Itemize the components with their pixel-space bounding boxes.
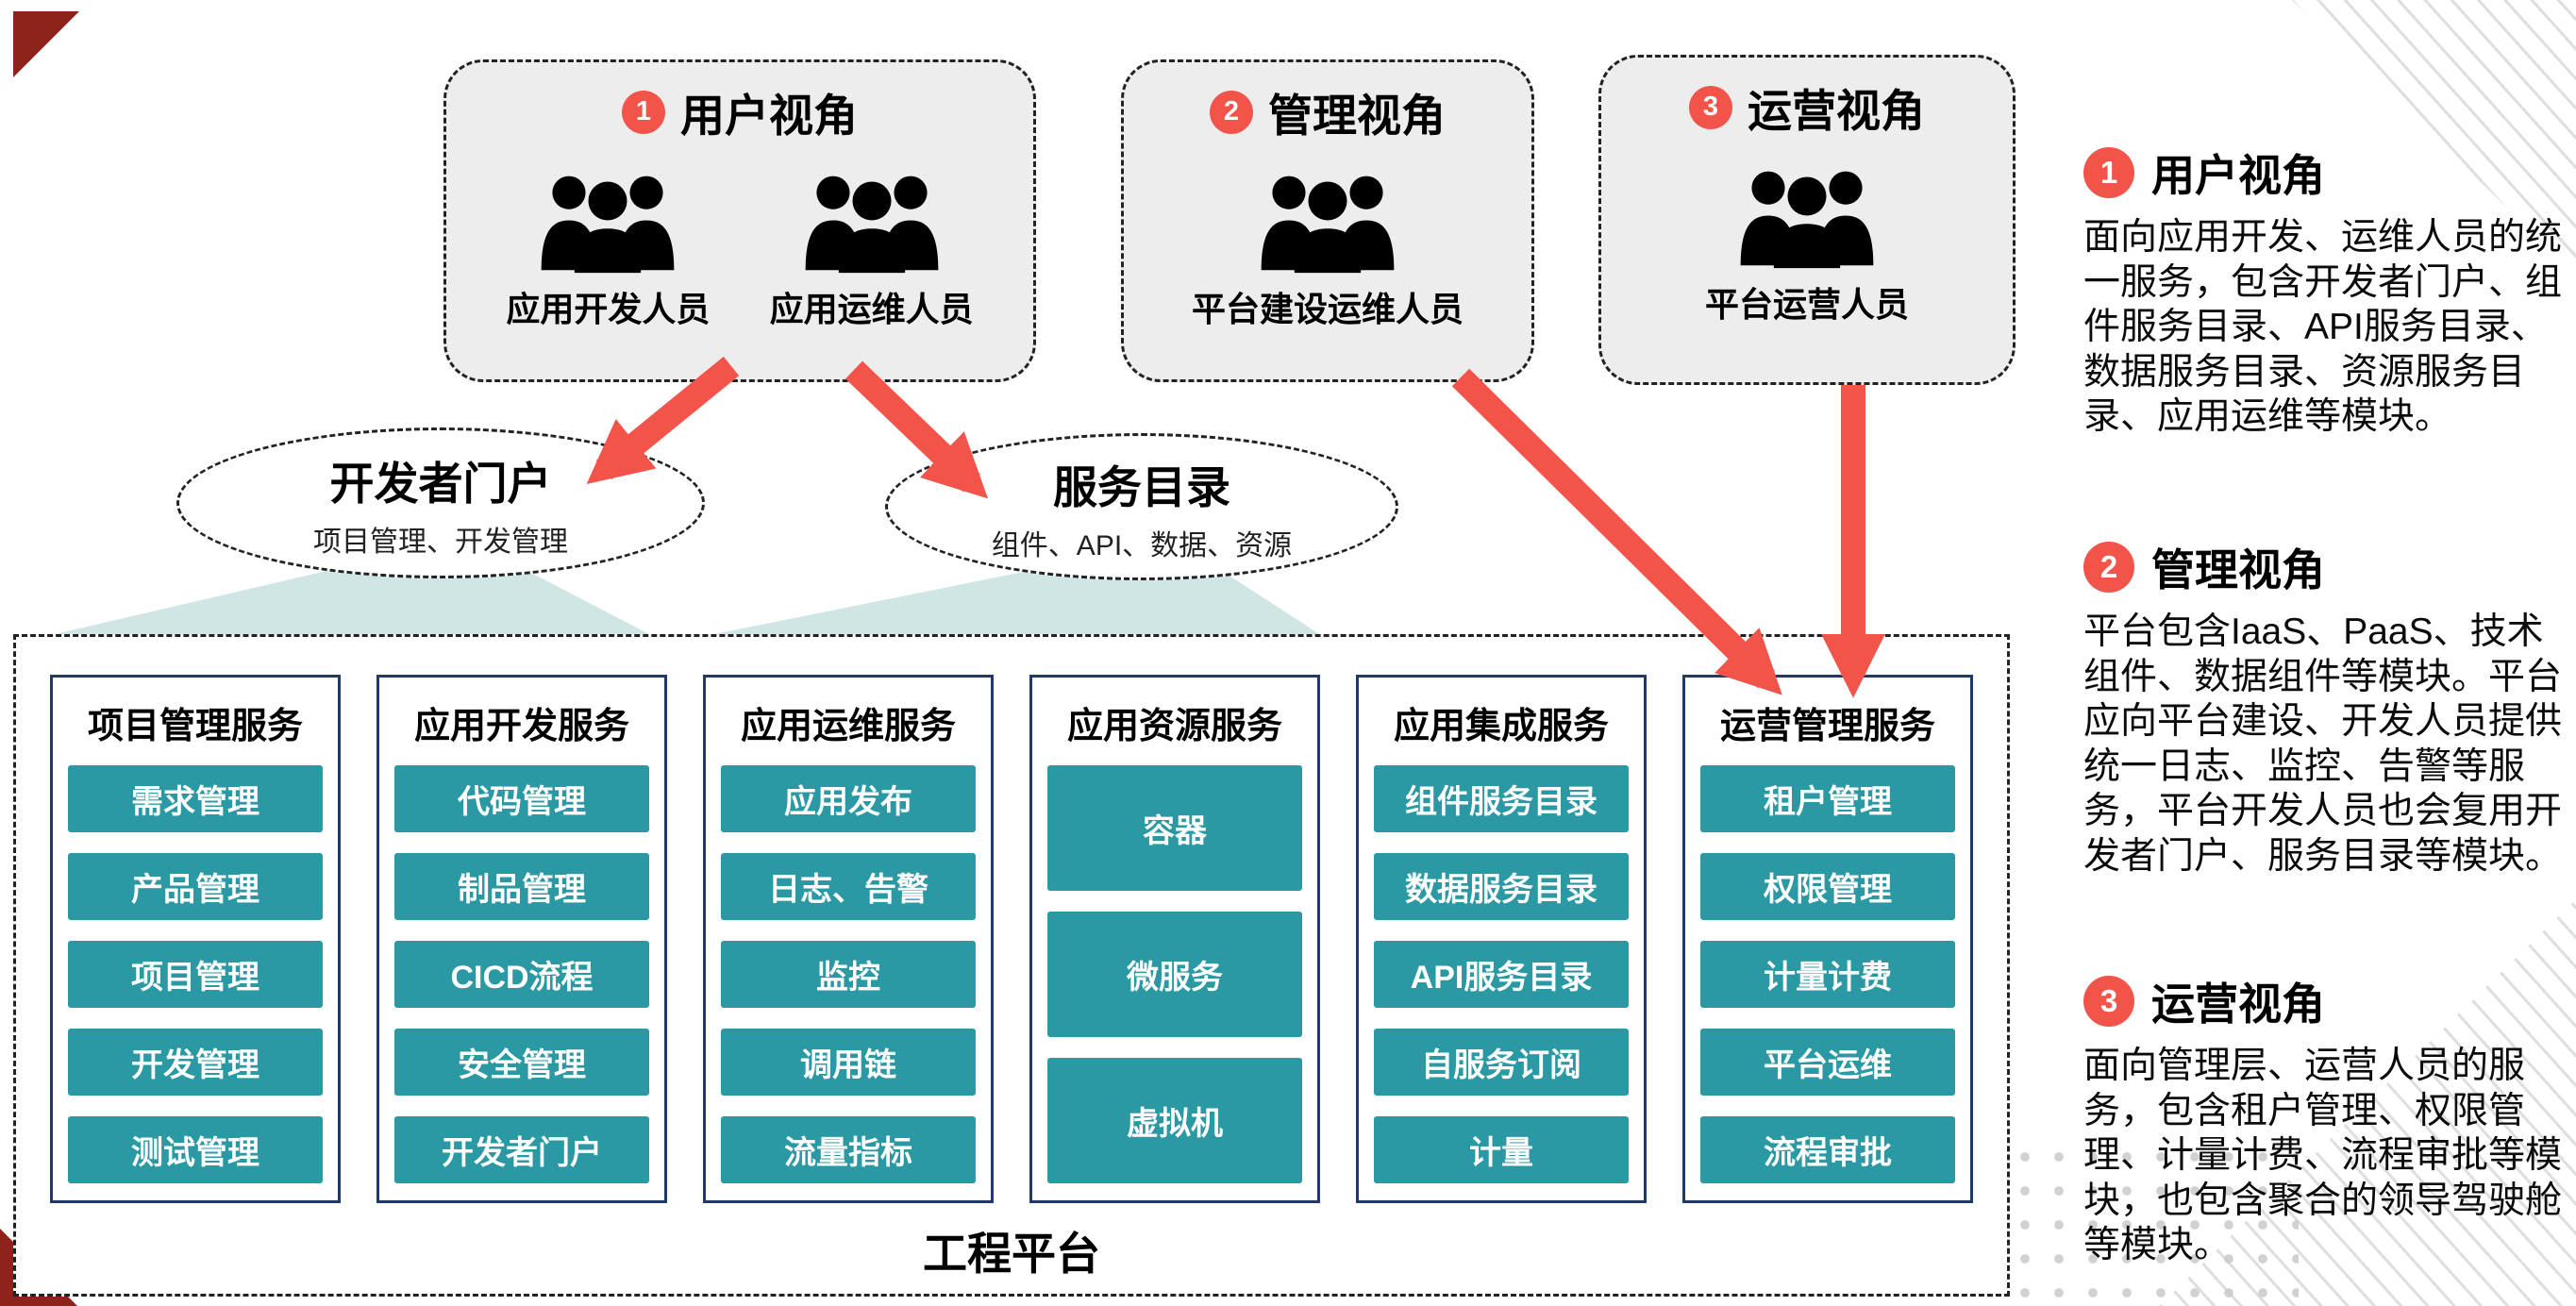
service-column-project-management: 项目管理服务 需求管理 产品管理 项目管理 开发管理 测试管理 <box>50 675 341 1203</box>
portal-title: 服务目录 <box>1053 461 1230 512</box>
legend-title: 管理视角 <box>2151 545 2325 594</box>
service-item: 流程审批 <box>1700 1116 1955 1183</box>
legend-section-management: 2 管理视角 平台包含IaaS、PaaS、技术组件、数据组件等模块。平台应向平台… <box>2083 536 2570 879</box>
legend-title: 用户视角 <box>2151 151 2325 200</box>
service-item: API服务目录 <box>1374 941 1629 1008</box>
people-group-icon <box>1261 176 1395 274</box>
legend-head: 2 管理视角 <box>2083 536 2570 598</box>
legend-section-user: 1 用户视角 面向应用开发、运维人员的统一服务，包含开发者门户、组件服务目录、A… <box>2083 142 2570 440</box>
service-item: 安全管理 <box>394 1029 649 1096</box>
service-item: 自服务订阅 <box>1374 1029 1629 1096</box>
column-header: 应用开发服务 <box>413 707 629 746</box>
legend-text: 平台包含IaaS、PaaS、技术组件、数据组件等模块。平台应向平台建设、开发人员… <box>2083 611 2563 877</box>
badge-1: 1 <box>622 90 665 134</box>
service-item: 调用链 <box>721 1029 976 1096</box>
column-items: 组件服务目录 数据服务目录 API服务目录 自服务订阅 计量 <box>1374 765 1629 1183</box>
platform-columns: 项目管理服务 需求管理 产品管理 项目管理 开发管理 测试管理 应用开发服务 代… <box>50 675 1973 1203</box>
service-item: 需求管理 <box>68 765 323 832</box>
persona-box-operation: 3 运营视角 平台运营人员 <box>1598 55 2016 385</box>
legend-badge-2: 2 <box>2083 542 2134 593</box>
legend-text: 面向管理层、运营人员的服务，包含租户管理、权限管理、计量计费、流程审批等模块，也… <box>2083 1046 2563 1266</box>
service-item: 流量指标 <box>721 1116 976 1183</box>
service-item: 测试管理 <box>68 1116 323 1183</box>
platform-box: 项目管理服务 需求管理 产品管理 项目管理 开发管理 测试管理 应用开发服务 代… <box>13 634 2010 1297</box>
persona-title-row: 2 管理视角 <box>1210 79 1446 144</box>
service-column-app-resources: 应用资源服务 容器 微服务 虚拟机 <box>1029 675 1320 1203</box>
service-item: 容器 <box>1047 765 1302 891</box>
service-item: 开发管理 <box>68 1029 323 1096</box>
persona-title: 管理视角 <box>1268 91 1446 141</box>
service-item: CICD流程 <box>394 941 649 1008</box>
persona-role-platform-ops: 平台建设运维人员 <box>1192 159 1464 331</box>
service-item: 应用发布 <box>721 765 976 832</box>
persona-box-user: 1 用户视角 应用开发人员 应用运维人员 <box>443 59 1036 382</box>
legend-panel: 1 用户视角 面向应用开发、运维人员的统一服务，包含开发者门户、组件服务目录、A… <box>2083 0 2570 1306</box>
persona-title: 运营视角 <box>1748 86 1925 136</box>
column-items: 租户管理 权限管理 计量计费 平台运维 流程审批 <box>1700 765 1955 1183</box>
persona-box-management: 2 管理视角 平台建设运维人员 <box>1121 59 1534 382</box>
people-group-icon <box>1740 171 1874 269</box>
legend-text: 面向应用开发、运维人员的统一服务，包含开发者门户、组件服务目录、API服务目录、… <box>2083 217 2563 438</box>
column-items: 容器 微服务 虚拟机 <box>1047 765 1302 1183</box>
portal-developer-portal: 开发者门户 项目管理、开发管理 <box>176 427 705 578</box>
column-header: 应用运维服务 <box>740 707 956 746</box>
column-items: 需求管理 产品管理 项目管理 开发管理 测试管理 <box>68 765 323 1183</box>
legend-section-operation: 3 运营视角 面向管理层、运营人员的服务，包含租户管理、权限管理、计量计费、流程… <box>2083 970 2570 1268</box>
service-item: 数据服务目录 <box>1374 853 1629 920</box>
legend-head: 3 运营视角 <box>2083 970 2570 1032</box>
service-column-app-development: 应用开发服务 代码管理 制品管理 CICD流程 安全管理 开发者门户 <box>376 675 667 1203</box>
service-item: 权限管理 <box>1700 853 1955 920</box>
people-group-icon <box>541 176 675 274</box>
service-column-app-ops: 应用运维服务 应用发布 日志、告警 监控 调用链 流量指标 <box>703 675 994 1203</box>
service-item: 租户管理 <box>1700 765 1955 832</box>
persona-role-platform-operator: 平台运营人员 <box>1705 155 1909 326</box>
service-item: 代码管理 <box>394 765 649 832</box>
persona-roles: 平台建设运维人员 <box>1124 159 1531 331</box>
legend-badge-3: 3 <box>2083 976 2134 1027</box>
role-label: 应用开发人员 <box>506 290 711 328</box>
service-item: 微服务 <box>1047 912 1302 1037</box>
column-items: 代码管理 制品管理 CICD流程 安全管理 开发者门户 <box>394 765 649 1183</box>
badge-3: 3 <box>1689 85 1732 129</box>
service-item: 平台运维 <box>1700 1029 1955 1096</box>
persona-title: 用户视角 <box>680 91 858 141</box>
persona-title-row: 3 运营视角 <box>1689 75 1925 140</box>
service-item: 项目管理 <box>68 941 323 1008</box>
portal-subtitle: 项目管理、开发管理 <box>313 526 568 558</box>
legend-head: 1 用户视角 <box>2083 142 2570 204</box>
service-item: 组件服务目录 <box>1374 765 1629 832</box>
service-item: 开发者门户 <box>394 1116 649 1183</box>
persona-role-app-developer: 应用开发人员 <box>506 159 710 331</box>
people-group-icon <box>805 176 938 274</box>
service-item: 监控 <box>721 941 976 1008</box>
persona-role-app-ops: 应用运维人员 <box>770 159 974 331</box>
column-header: 项目管理服务 <box>87 707 303 746</box>
service-item: 计量计费 <box>1700 941 1955 1008</box>
service-item: 日志、告警 <box>721 853 976 920</box>
role-label: 平台建设运维人员 <box>1191 290 1464 328</box>
service-item: 产品管理 <box>68 853 323 920</box>
service-column-app-integration: 应用集成服务 组件服务目录 数据服务目录 API服务目录 自服务订阅 计量 <box>1356 675 1647 1203</box>
column-header: 应用资源服务 <box>1066 707 1282 746</box>
persona-roles: 应用开发人员 应用运维人员 <box>446 159 1033 331</box>
service-column-operation-management: 运营管理服务 租户管理 权限管理 计量计费 平台运维 流程审批 <box>1682 675 1973 1203</box>
column-header: 运营管理服务 <box>1719 707 1935 746</box>
role-label: 平台运营人员 <box>1704 285 1909 324</box>
column-items: 应用发布 日志、告警 监控 调用链 流量指标 <box>721 765 976 1183</box>
service-item: 虚拟机 <box>1047 1058 1302 1183</box>
legend-badge-1: 1 <box>2083 147 2134 198</box>
persona-roles: 平台运营人员 <box>1601 155 2013 326</box>
service-item: 计量 <box>1374 1116 1629 1183</box>
column-header: 应用集成服务 <box>1393 707 1609 746</box>
portal-service-catalog: 服务目录 组件、API、数据、资源 <box>885 433 1398 580</box>
portal-title: 开发者门户 <box>329 458 552 509</box>
role-label: 应用运维人员 <box>769 290 974 328</box>
badge-2: 2 <box>1210 90 1253 134</box>
platform-label: 工程平台 <box>923 1229 1100 1279</box>
corner-triangle-top-left <box>13 11 79 77</box>
portal-subtitle: 组件、API、数据、资源 <box>991 529 1293 561</box>
service-item: 制品管理 <box>394 853 649 920</box>
persona-title-row: 1 用户视角 <box>622 79 858 144</box>
legend-title: 运营视角 <box>2151 980 2325 1029</box>
